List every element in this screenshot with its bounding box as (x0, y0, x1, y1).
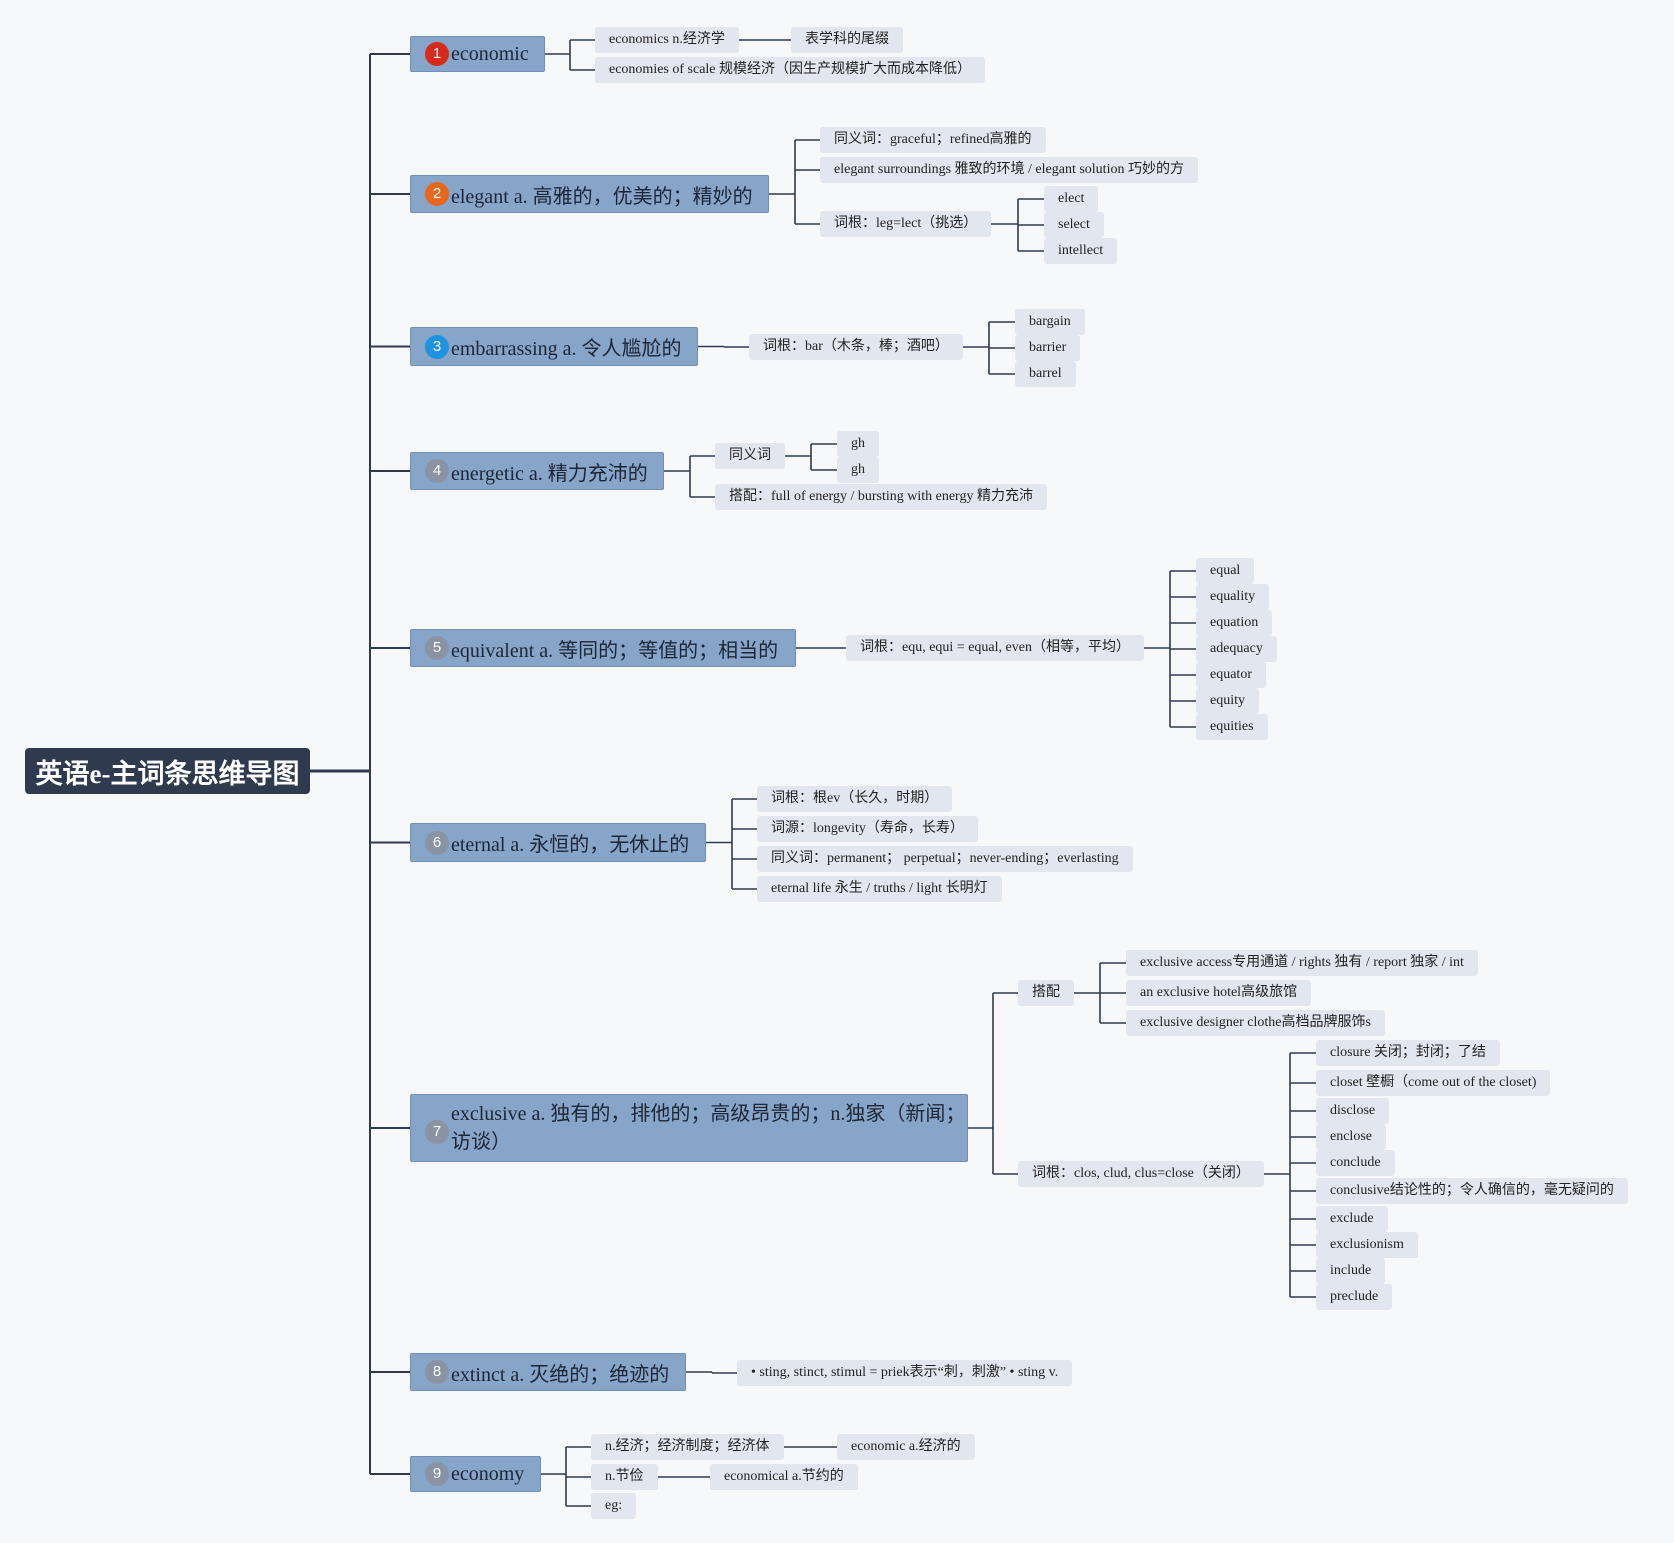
subtopic[interactable]: eternal life 永生 / truths / light 长明灯 (757, 876, 1002, 902)
leaf-topic[interactable]: equity (1196, 688, 1259, 714)
number-1-icon: 1 (425, 42, 449, 66)
subtopic[interactable]: 同义词：graceful；refined高雅的 (820, 127, 1046, 153)
subtopic[interactable]: 词根：leg=lect（挑选） (820, 211, 992, 237)
leaf-topic[interactable]: enclose (1316, 1124, 1386, 1150)
number-6-icon: 6 (425, 830, 449, 855)
leaf-topic[interactable]: disclose (1316, 1098, 1390, 1124)
number-9-icon: 9 (425, 1462, 449, 1486)
subtopic[interactable]: 词根：bar（木条，棒；酒吧） (749, 334, 963, 360)
subtopic[interactable]: 搭配 (1018, 980, 1074, 1006)
subtopic[interactable]: elegant surroundings 雅致的环境 / elegant sol… (820, 157, 1198, 183)
leaf-topic[interactable]: adequacy (1196, 636, 1277, 662)
number-3-icon: 3 (425, 334, 449, 359)
subtopic[interactable]: economic a.经济的 (837, 1434, 975, 1460)
topic-label: economic (451, 42, 529, 65)
number-5-icon: 5 (425, 636, 449, 660)
leaf-topic[interactable]: conclusive结论性的；令人确信的，毫无疑问的 (1316, 1178, 1628, 1204)
leaf-topic[interactable]: closet 壁橱（come out of the closet) (1316, 1070, 1551, 1096)
leaf-topic[interactable]: exclusive access专用通道 / rights 独有 / repor… (1126, 950, 1478, 976)
leaf-topic[interactable]: intellect (1044, 238, 1118, 264)
topic-label: energetic a. 精力充沛的 (451, 462, 648, 485)
subtopic[interactable]: 同义词：permanent； perpetual；never-ending；ev… (757, 846, 1133, 872)
leaf-topic[interactable]: exclusionism (1316, 1232, 1418, 1258)
subtopic[interactable]: 词根：equ, equi = equal, even（相等，平均） (846, 635, 1144, 661)
subtopic[interactable]: eg: (591, 1493, 637, 1519)
leaf-topic[interactable]: include (1316, 1258, 1386, 1284)
subtopic[interactable]: 搭配：full of energy / bursting with energy… (715, 484, 1047, 510)
leaf-topic[interactable]: equal (1196, 558, 1255, 584)
subtopic[interactable]: 词根：根ev（长久，时期） (757, 786, 953, 812)
number-7-icon: 7 (425, 1120, 449, 1144)
topic-label: embarrassing a. 令人尴尬的 (451, 338, 682, 360)
subtopic[interactable]: n.节俭 (591, 1464, 658, 1490)
subtopic[interactable]: 同义词 (715, 443, 785, 469)
topic-label: exclusive a. 独有的，排他的；高级昂贵的；n.独家（新闻；访谈） (451, 1103, 966, 1153)
subtopic[interactable]: • sting, stinct, stimul = priek表示“刺，刺激” … (737, 1360, 1073, 1386)
subtopic[interactable]: 表学科的尾缀 (791, 27, 903, 53)
subtopic[interactable]: economies of scale 规模经济（因生产规模扩大而成本降低） (595, 57, 986, 83)
topic-label: eternal a. 永恒的，无休止的 (451, 834, 690, 856)
leaf-topic[interactable]: exclusive designer clothe高档品牌服饰s (1126, 1010, 1385, 1036)
topic-label: economy (451, 1462, 525, 1485)
leaf-topic[interactable]: bargain (1015, 309, 1085, 335)
topic-label: equivalent a. 等同的；等值的；相当的 (451, 639, 779, 662)
subtopic[interactable]: 词根：clos, clud, clus=close（关闭） (1018, 1161, 1264, 1187)
leaf-topic[interactable]: closure 关闭；封闭；了结 (1316, 1040, 1500, 1066)
subtopic[interactable]: 词源：longevity（寿命，长寿） (757, 816, 978, 842)
subtopic[interactable]: n.经济；经济制度；经济体 (591, 1434, 784, 1460)
number-4-icon: 4 (425, 459, 449, 483)
leaf-topic[interactable]: select (1044, 212, 1104, 238)
subtopic[interactable]: economics n.经济学 (595, 27, 739, 53)
leaf-topic[interactable]: equality (1196, 584, 1270, 610)
root-topic[interactable]: 英语e-主词条思维导图 (25, 748, 310, 794)
leaf-topic[interactable]: an exclusive hotel高级旅馆 (1126, 980, 1312, 1006)
number-8-icon: 8 (425, 1360, 449, 1384)
leaf-topic[interactable]: barrel (1015, 361, 1076, 387)
number-2-icon: 2 (425, 182, 449, 206)
leaf-topic[interactable]: gh (837, 431, 879, 457)
leaf-topic[interactable]: gh (837, 457, 879, 483)
leaf-topic[interactable]: exclude (1316, 1206, 1388, 1232)
subtopic[interactable]: economical a.节约的 (710, 1464, 858, 1490)
leaf-topic[interactable]: equator (1196, 662, 1266, 688)
leaf-topic[interactable]: elect (1044, 186, 1099, 212)
topic-label: elegant a. 高雅的，优美的；精妙的 (451, 185, 753, 208)
leaf-topic[interactable]: equities (1196, 714, 1268, 740)
topic-label: extinct a. 灭绝的；绝迹的 (451, 1363, 670, 1386)
leaf-topic[interactable]: equation (1196, 610, 1273, 636)
leaf-topic[interactable]: conclude (1316, 1150, 1395, 1176)
leaf-topic[interactable]: preclude (1316, 1284, 1393, 1310)
leaf-topic[interactable]: barrier (1015, 335, 1081, 361)
